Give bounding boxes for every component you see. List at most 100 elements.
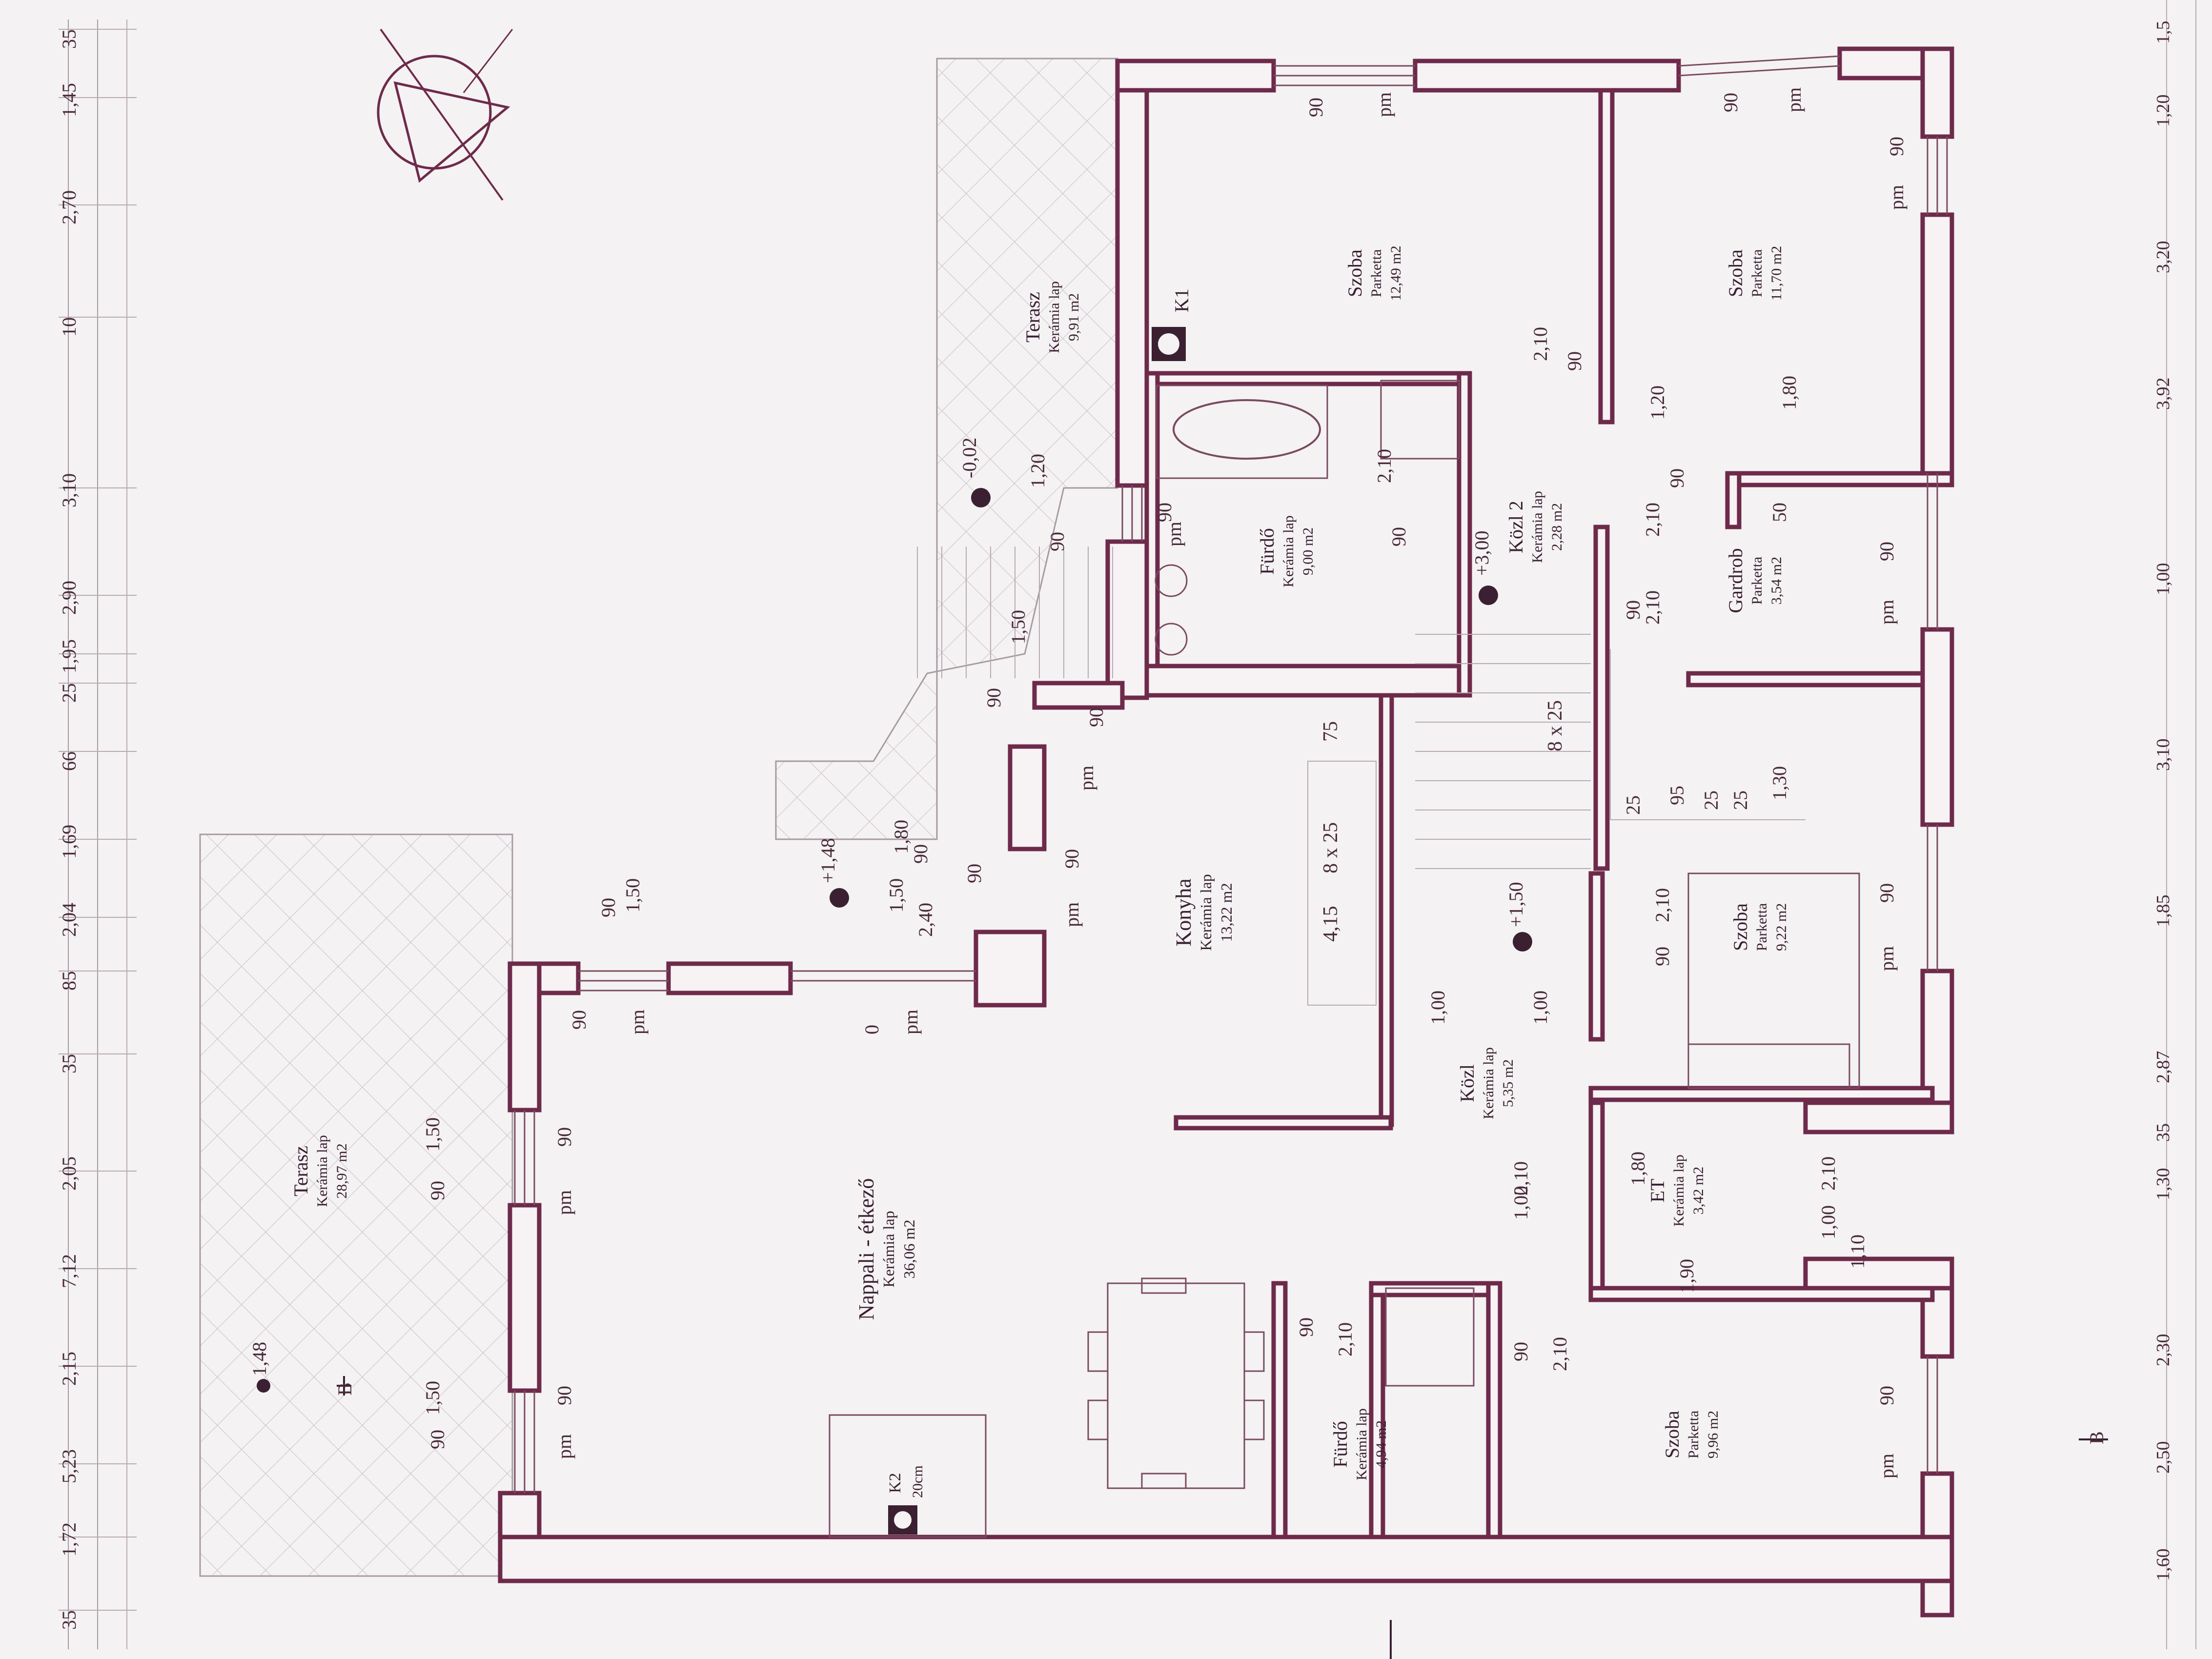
opening-dimension-label: 25: [1622, 795, 1644, 815]
opening-dimension-label: 1,30: [1768, 766, 1790, 800]
right-dimension-label: 1,20: [2153, 95, 2173, 127]
room-name: ET: [1646, 1179, 1668, 1203]
room-label-furdo-2: Fürdő Kerámia lap 4,94 m2: [1329, 1408, 1389, 1480]
opening-dimension-label: 1,80: [1627, 1152, 1649, 1186]
left-dimension-label: 2,70: [58, 190, 80, 224]
left-dimension-strip: 351,452,70103,102,901,9525661,692,048535…: [58, 20, 137, 1649]
north-arrow-icon: [377, 28, 513, 201]
basin-icon-2: [1155, 623, 1188, 656]
opening-dimension-label: 90: [1085, 708, 1107, 727]
right-dimension-label: 3,92: [2153, 378, 2173, 410]
level-upper: +3,00: [1471, 530, 1493, 576]
opening-dimension-label: 25: [1700, 790, 1722, 810]
opening-dimension-label: 90: [910, 844, 932, 864]
room-area: 9,22 m2: [1773, 903, 1789, 951]
room-finish: Parketta: [1754, 903, 1770, 951]
chimney-k1-icon: [1152, 327, 1186, 361]
room-area: 3,54 m2: [1768, 557, 1785, 605]
opening-dimension-label: 1,00: [1427, 991, 1449, 1025]
room-label-et: ET Kerámia lap 3,42 m2: [1646, 1154, 1706, 1226]
room-name: Terasz: [1022, 292, 1044, 343]
room-label-szoba-2: Szoba Parketta 11,70 m2: [1725, 246, 1785, 301]
opening-dimension-label: 2,10: [1529, 327, 1551, 361]
chimney-k2-size: 20cm: [910, 1465, 926, 1498]
left-dimension-label: 35: [58, 29, 80, 49]
stair-run-1: 8 x 25: [1544, 700, 1566, 751]
right-dimension-label: 1,00: [2153, 563, 2173, 596]
left-dimension-label: 10: [58, 317, 80, 337]
left-dimension-label: 5,23: [58, 1449, 80, 1483]
left-dimension-label: 1,69: [58, 825, 80, 859]
opening-dimension-label: 90: [1305, 98, 1327, 117]
right-dimension-label: 1,30: [2153, 1168, 2173, 1201]
room-area: 4,94 m2: [1373, 1420, 1389, 1468]
room-name: Konyha: [1172, 878, 1196, 946]
left-dimension-label: 3,10: [58, 473, 80, 507]
opening-dimension-label: 90: [963, 864, 985, 883]
room-area: 12,49 m2: [1388, 245, 1404, 301]
room-label-szoba-3: Szoba Parketta 9,22 m2: [1729, 903, 1789, 951]
left-dimension-label: 35: [58, 1054, 80, 1073]
room-area: 9,96 m2: [1705, 1411, 1721, 1458]
room-name: Szoba: [1725, 249, 1746, 297]
room-name: Fürdő: [1256, 528, 1278, 575]
room-name: Szoba: [1661, 1411, 1683, 1458]
room-name: Közl 2: [1505, 501, 1527, 553]
room-finish: Parketta: [1749, 249, 1765, 297]
left-dimension-label: 2,15: [58, 1352, 80, 1386]
opening-dimension-label: 1,10: [1847, 1234, 1868, 1269]
room-finish: Kerámia lap: [1481, 1047, 1497, 1119]
room-label-kozl: Közl Kerámia lap 5,35 m2: [1456, 1047, 1516, 1119]
opening-dimension-label: 90: [1886, 137, 1908, 156]
opening-dimension-label: 1,50: [1007, 610, 1029, 644]
left-dimension-label: 85: [58, 971, 80, 991]
right-dimension-label: 1,5: [2153, 21, 2173, 44]
left-dimension-label: 25: [58, 683, 80, 703]
room-label-furdo-1: Fürdő Kerámia lap 9,00 m2: [1256, 515, 1316, 587]
opening-dimension-label: 1,50: [622, 878, 644, 912]
left-dimension-label: 7,12: [58, 1254, 80, 1288]
opening-dimension-label: 90: [1388, 527, 1410, 546]
room-finish: Parketta: [1749, 557, 1765, 605]
opening-dimension-label: 1,20: [1646, 385, 1668, 420]
opening-dimension-label: 90: [1876, 542, 1898, 561]
opening-dimension-label: pm: [1163, 522, 1185, 546]
opening-dimension-label: 2,10: [1642, 590, 1664, 625]
opening-dimension-label: 1,00: [1817, 1205, 1839, 1239]
stair-width: 4,15: [1319, 906, 1342, 942]
basin-icon: [1155, 564, 1188, 597]
opening-dimension-label: 90: [1720, 93, 1742, 112]
room-name: Gardrob: [1725, 548, 1746, 613]
opening-dimension-label: 90: [553, 1386, 575, 1405]
room-finish: Parketta: [1368, 249, 1384, 297]
left-dimension-label: 1,95: [58, 639, 80, 673]
opening-dimension-label: 2,10: [1334, 1322, 1356, 1356]
level-terrace-big: 1,48: [248, 1342, 270, 1376]
right-dimension-strip: 1,51,203,203,921,003,101,852,87351,302,3…: [2153, 0, 2196, 1649]
opening-dimension-label: pm: [900, 1010, 922, 1034]
opening-dimension-label: 90: [1622, 600, 1644, 620]
room-area: 11,70 m2: [1768, 246, 1785, 301]
room-finish: Parketta: [1685, 1411, 1702, 1458]
right-dimension-label: 2,50: [2153, 1441, 2173, 1474]
opening-dimension-label: 2,40: [914, 903, 936, 937]
room-finish: Kerámia lap: [314, 1135, 330, 1207]
room-name: Szoba: [1344, 249, 1366, 297]
room-label-terasz-top: Terasz Kerámia lap 9,91 m2: [1022, 281, 1082, 353]
level-terrace-top: -0,02: [958, 438, 980, 478]
opening-dimension-label: 90: [1666, 468, 1688, 488]
right-dimension-label: 35: [2153, 1123, 2173, 1142]
opening-dimension-label: 2,10: [1510, 1161, 1532, 1195]
section-mark-right: B: [2086, 1431, 2108, 1444]
right-dimension-label: 1,60: [2153, 1549, 2173, 1581]
opening-dimension-label: 90: [983, 688, 1005, 708]
opening-dimension-label: 25: [1729, 790, 1751, 810]
left-dimension-label: 2,90: [58, 581, 80, 615]
opening-dimension-label: 90: [1563, 351, 1585, 371]
stair-run-2: 8 x 25: [1319, 822, 1342, 873]
right-dimension-label: 3,20: [2153, 241, 2173, 274]
opening-dimension-label: 1,50: [422, 1381, 444, 1415]
left-dimension-label: 1,45: [58, 83, 80, 117]
